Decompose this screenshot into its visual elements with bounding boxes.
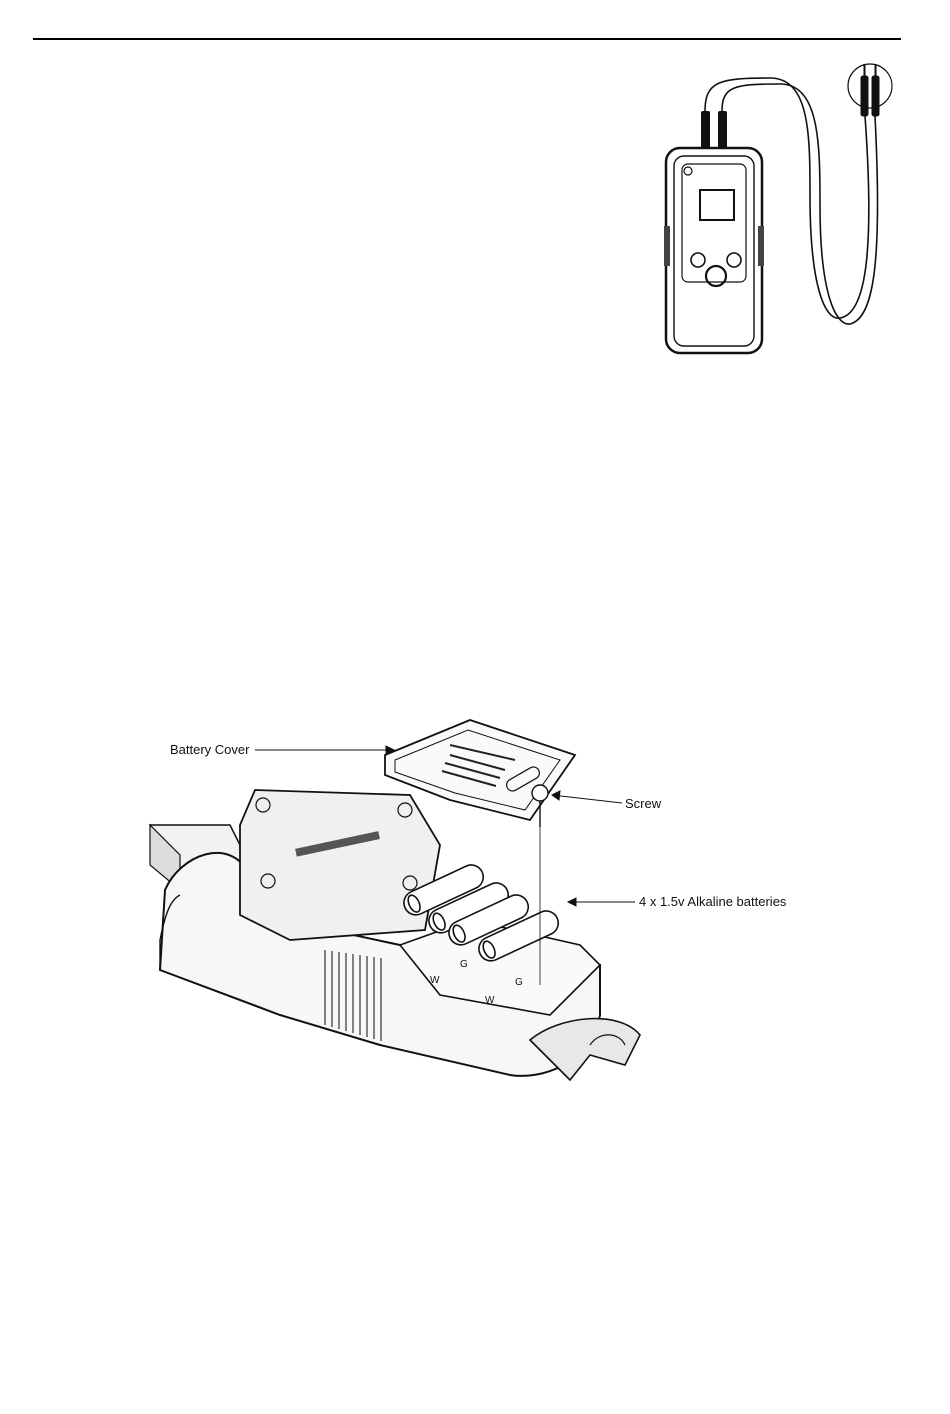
svg-text:W: W: [430, 975, 440, 986]
screw-label: Screw: [625, 796, 662, 811]
svg-text:G: G: [515, 977, 523, 988]
battery-replacement-illustration: WG WG Battery: [120, 715, 840, 1120]
header-rule: [33, 38, 901, 40]
svg-text:W: W: [485, 995, 495, 1006]
battery-cover-label: Battery Cover: [170, 742, 250, 757]
batteries-label: 4 x 1.5v Alkaline batteries: [639, 894, 787, 909]
tester-illustration: [660, 56, 910, 361]
svg-text:G: G: [460, 959, 468, 970]
